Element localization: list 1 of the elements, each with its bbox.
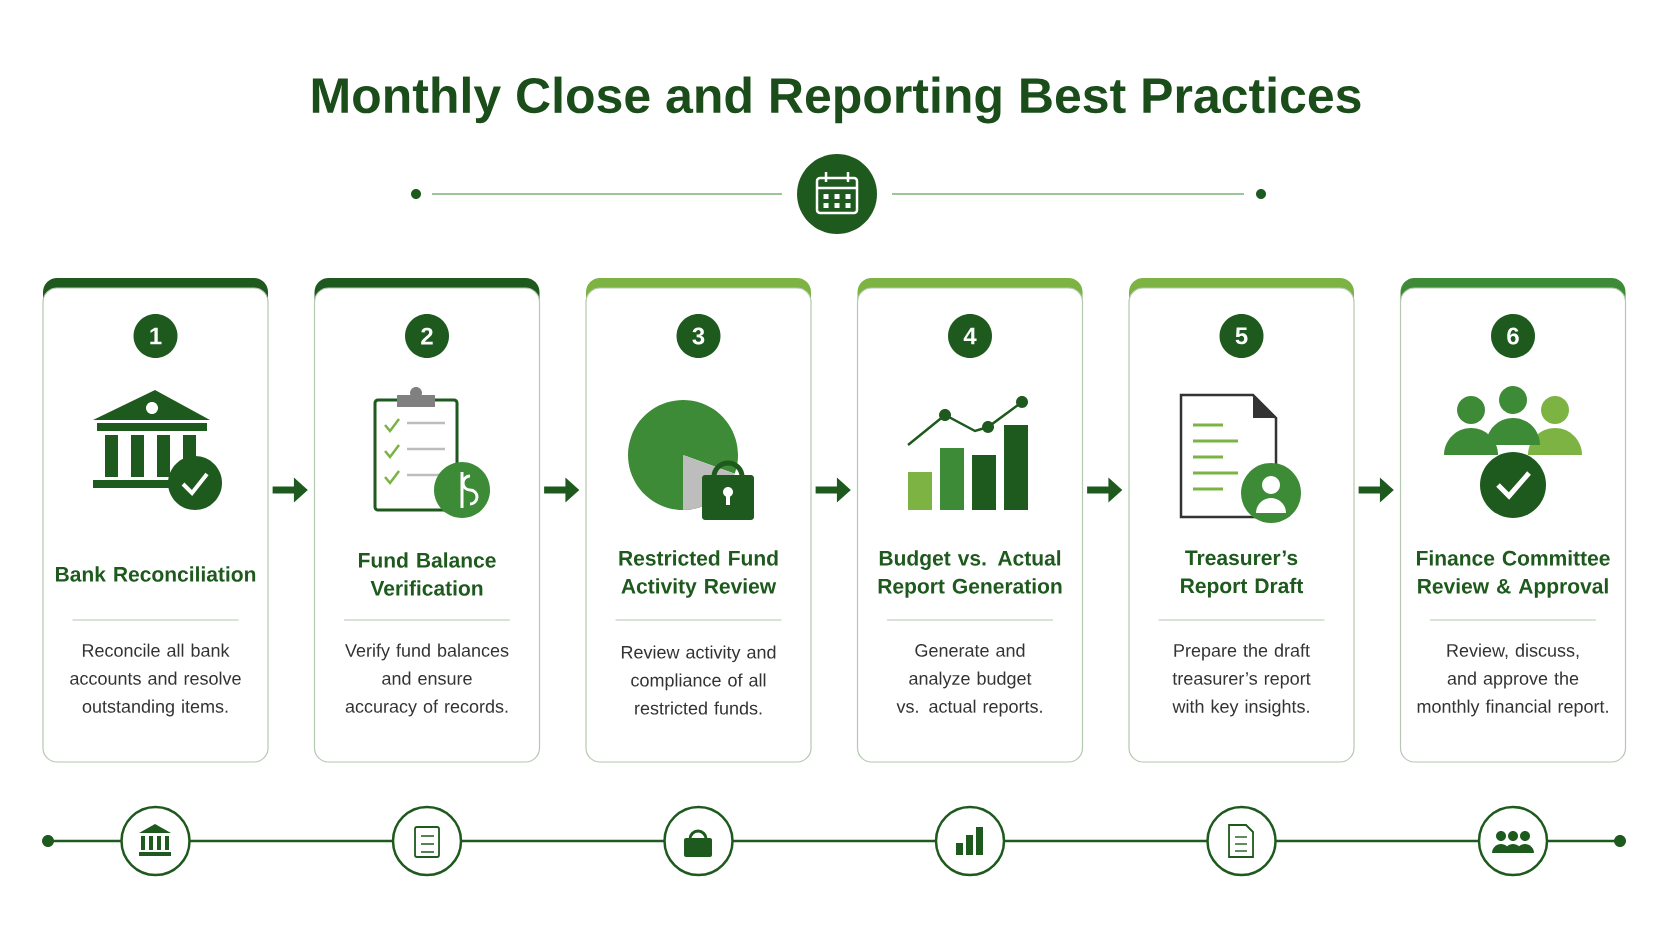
title: Monthly Close and Reporting Best Practices xyxy=(312,76,1361,124)
